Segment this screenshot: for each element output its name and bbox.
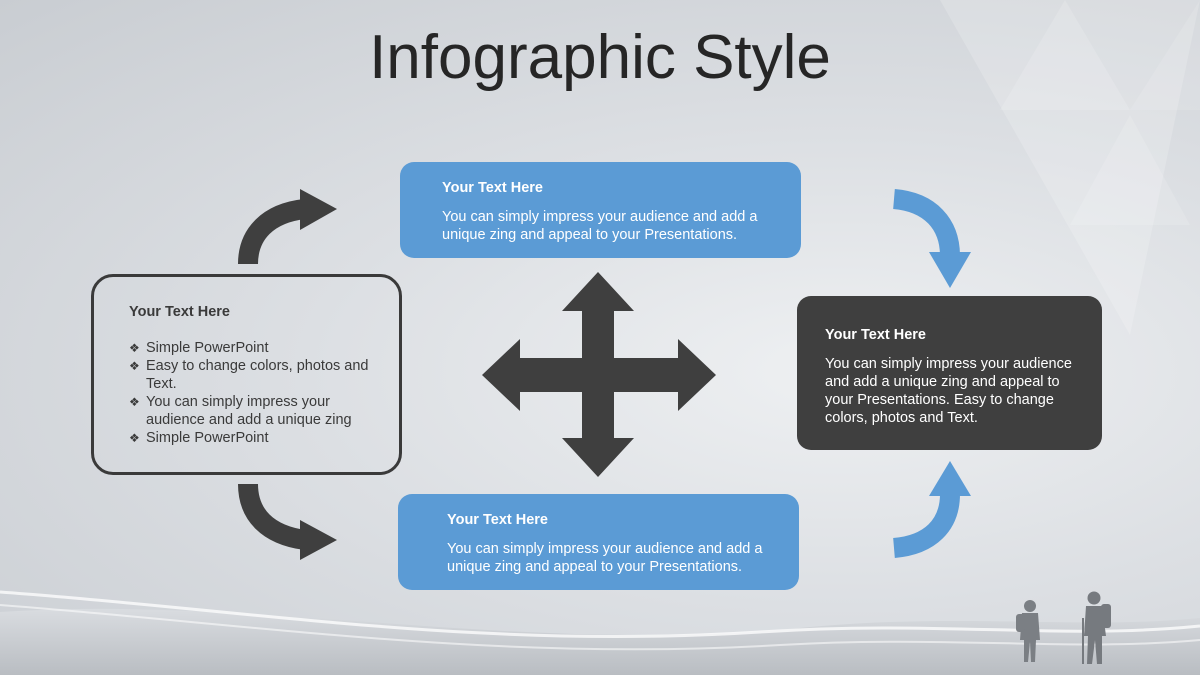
left-box-heading: Your Text Here	[129, 304, 230, 320]
curved-arrow-bottom-right-icon	[892, 493, 960, 558]
bottom-box-heading: Your Text Here	[447, 512, 548, 528]
bottom-text-box: Your Text Here You can simply impress yo…	[398, 494, 799, 590]
right-box-heading: Your Text Here	[825, 327, 926, 343]
arrow-head	[929, 252, 971, 288]
arrow-head	[929, 461, 971, 496]
left-text-box: Your Text Here ❖Simple PowerPoint ❖Easy …	[91, 274, 402, 475]
four-way-arrow-icon	[482, 272, 716, 477]
bottom-box-body: You can simply impress your audience and…	[447, 541, 763, 575]
curved-arrow-top-right-icon	[892, 189, 960, 257]
arrow-head	[300, 189, 337, 230]
hiker-left	[1016, 600, 1040, 662]
curved-arrow-top-left-icon	[238, 199, 307, 265]
page-title: Infographic Style	[369, 23, 831, 92]
right-box-body: You can simply impress your audience and…	[825, 356, 1072, 426]
top-text-box: Your Text Here You can simply impress yo…	[400, 162, 801, 258]
wave-line	[0, 590, 1200, 639]
top-box-heading: Your Text Here	[442, 180, 543, 196]
hiker-right	[1082, 591, 1111, 664]
triangle-decoration	[1000, 0, 1130, 110]
floor-wave	[0, 608, 1200, 675]
triangle-decoration	[940, 0, 1200, 335]
left-box-bullet-list: ❖Simple PowerPoint ❖Easy to change color…	[129, 339, 381, 447]
right-text-box: Your Text Here You can simply impress yo…	[797, 296, 1102, 450]
bullet-icon: ❖	[129, 395, 140, 409]
arrow-head	[300, 520, 337, 560]
bullet-item: ❖You can simply impress your audience an…	[129, 394, 352, 428]
triangle-decoration	[1070, 115, 1190, 225]
bullet-item: ❖Easy to change colors, photos and Text.	[129, 358, 369, 392]
bullet-item: ❖Simple PowerPoint	[129, 340, 269, 356]
bullet-icon: ❖	[129, 359, 140, 373]
triangle-decoration	[1130, 0, 1200, 110]
bullet-icon: ❖	[129, 431, 140, 445]
wave-line	[0, 604, 1200, 651]
bullet-icon: ❖	[129, 341, 140, 355]
curved-arrow-bottom-left-icon	[238, 483, 307, 550]
top-box-body: You can simply impress your audience and…	[442, 209, 758, 243]
bullet-item: ❖Simple PowerPoint	[129, 430, 269, 446]
